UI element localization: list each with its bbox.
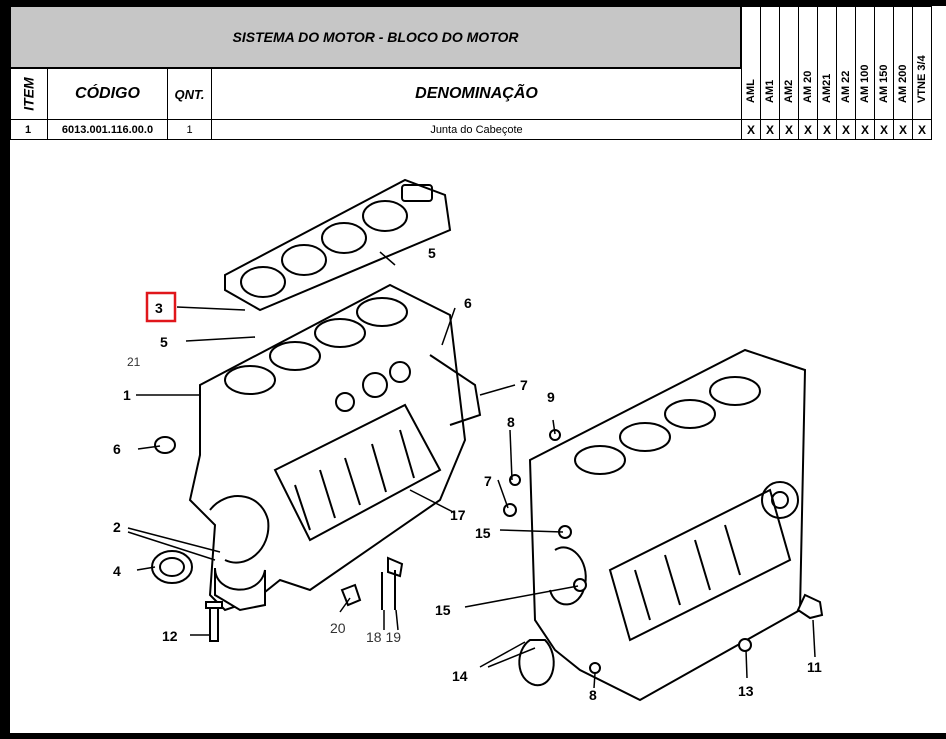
callout-5-top: 5 (428, 245, 436, 261)
model-col-header: AM 100 (855, 6, 875, 120)
model-applicability-mark: X (893, 119, 913, 140)
engine-block-exploded-diagram: 3 5 5 21 1 6 6 7 7 8 8 9 2 4 12 20 18 19… (113, 178, 824, 703)
col-header-codigo: CÓDIGO (47, 68, 168, 120)
leader-lines (127, 251, 816, 689)
callout-6-left: 6 (113, 441, 121, 457)
callout-13: 13 (738, 683, 754, 699)
cell-qnt: 1 (167, 119, 212, 140)
model-applicability-mark: X (836, 119, 856, 140)
model-col-label: AM 200 (897, 64, 909, 103)
callout-15-bottom: 15 (435, 602, 451, 618)
callout-14: 14 (452, 668, 468, 684)
cell-denominacao: Junta do Cabeçote (211, 119, 742, 140)
callout-20: 20 (330, 620, 346, 636)
callout-7-mid: 7 (484, 473, 492, 489)
callout-9: 9 (547, 389, 555, 405)
section-title: SISTEMA DO MOTOR - BLOCO DO MOTOR (10, 6, 741, 68)
col-header-item: ITEM (10, 68, 48, 120)
model-applicability-mark: X (741, 119, 761, 140)
small-parts-left-drawing (151, 436, 404, 642)
callout-21: 21 (127, 355, 141, 369)
model-col-header: AML (741, 6, 761, 120)
highlight-box (145, 291, 177, 323)
callout-17: 17 (450, 507, 466, 523)
callout-8-top: 8 (507, 414, 515, 430)
callout-11: 11 (807, 659, 822, 675)
model-applicability-mark: X (817, 119, 837, 140)
callout-12: 12 (162, 628, 178, 644)
cell-item: 1 (10, 119, 48, 140)
callout-5-left: 5 (160, 334, 168, 350)
model-applicability-mark: X (798, 119, 818, 140)
model-applicability-mark: X (760, 119, 780, 140)
model-col-label: AM21 (821, 73, 833, 103)
model-col-header: AM21 (817, 6, 837, 120)
model-col-header: AM2 (779, 6, 799, 120)
model-col-label: AM1 (764, 79, 776, 103)
model-col-header: AM 150 (874, 6, 894, 120)
head-gasket-drawing (224, 178, 452, 312)
model-applicability-mark: X (855, 119, 875, 140)
callout-7-right: 7 (520, 377, 528, 393)
parts-table-header: SISTEMA DO MOTOR - BLOCO DO MOTOR ITEM C… (10, 6, 946, 140)
model-col-header: AM 20 (798, 6, 818, 120)
model-col-header: AM 22 (836, 6, 856, 120)
engine-block-left-drawing (188, 283, 482, 612)
model-applicability-mark: X (779, 119, 799, 140)
callout-1: 1 (123, 387, 131, 403)
callout-4: 4 (113, 563, 121, 579)
model-col-header: AM1 (760, 6, 780, 120)
model-col-label: AM 150 (878, 64, 890, 103)
parts-sheet: SISTEMA DO MOTOR - BLOCO DO MOTOR ITEM C… (10, 6, 946, 733)
model-col-header: AM 200 (893, 6, 913, 120)
model-col-label: AM 20 (802, 70, 814, 103)
model-col-label: VTNE 3/4 (916, 55, 928, 103)
model-col-label: AML (745, 79, 757, 103)
callout-15-top: 15 (475, 525, 491, 541)
callout-6-top: 6 (464, 295, 472, 311)
model-col-header: VTNE 3/4 (912, 6, 932, 120)
model-col-label: AM2 (783, 79, 795, 103)
model-applicability-mark: X (912, 119, 932, 140)
callout-8-bottom: 8 (589, 687, 597, 703)
callout-3: 3 (155, 300, 163, 316)
callout-2: 2 (113, 519, 121, 535)
cell-codigo: 6013.001.116.00.0 (47, 119, 168, 140)
model-col-label: AM 100 (859, 64, 871, 103)
model-applicability-mark: X (874, 119, 894, 140)
col-header-qnt: QNT. (167, 68, 212, 120)
model-col-label: AM 22 (840, 70, 852, 103)
callout-18-19: 18 19 (366, 629, 401, 645)
col-header-denominacao: DENOMINAÇÃO (211, 68, 742, 120)
